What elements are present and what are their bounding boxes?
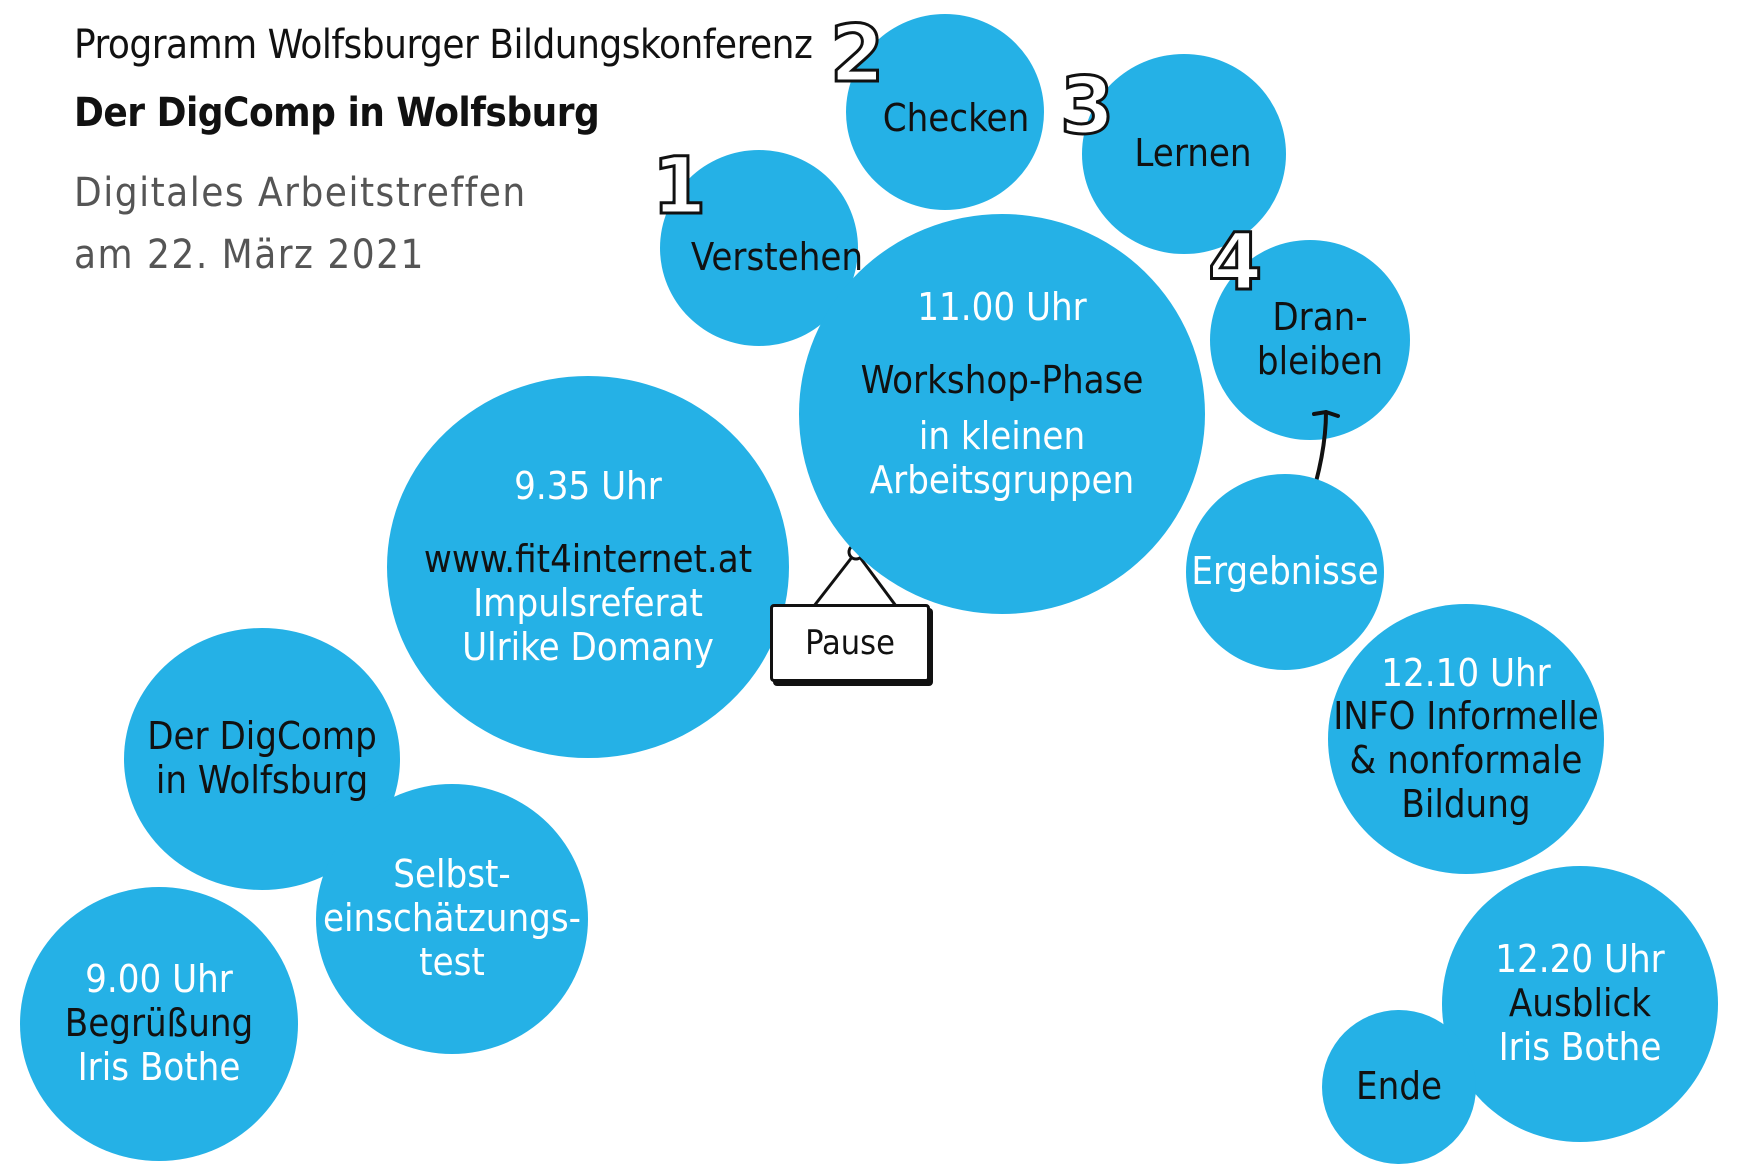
workshop-line-1: in kleinen [918,414,1086,458]
bubble-ergebnisse: Ergebnisse [1186,474,1384,670]
event-line-2: am 22. März 2021 [74,232,425,278]
bubble-ausblick: 12.20 Uhr Ausblick Iris Bothe [1442,866,1718,1142]
bubble-lernen: Lernen [1082,54,1286,254]
bubble-begruessung: 9.00 Uhr Begrüßung Iris Bothe [20,887,298,1161]
begruessung-speaker: Iris Bothe [77,1044,241,1089]
workshop-title: Workshop-Phase [860,358,1144,403]
step-number-1: 1 [650,141,707,234]
checken-label: Checken [882,96,1030,141]
bubble-ende: Ende [1322,1010,1476,1164]
bubble-info: 12.10 Uhr INFO Informelle & nonformale B… [1328,604,1604,874]
ausblick-title: Ausblick [1508,981,1652,1026]
lernen-label: Lernen [1134,131,1252,176]
selbst-line-1: Selbst- [393,852,511,897]
bubble-verstehen: Verstehen [660,150,863,346]
digcomp-line-1: Der DigComp [147,714,377,759]
impuls-line-1: Impulsreferat [473,581,703,625]
program-subtitle: Der DigComp in Wolfsburg [74,90,600,136]
ausblick-time: 12.20 Uhr [1495,937,1665,982]
impuls-url: www.fit4internet.at [423,537,753,582]
ende-label: Ende [1355,1064,1443,1109]
bubble-selbsteinschaetzung: Selbst- einschätzungs- test [316,784,588,1054]
workshop-time: 11.00 Uhr [917,284,1087,329]
header: Programm Wolfsburger Bildungskonferenz D… [74,22,813,286]
event-line-1: Digitales Arbeitstreffen [74,170,527,216]
info-line-3: Bildung [1401,781,1531,826]
bubble-impulsreferat: 9.35 Uhr www.fit4internet.at Impulsrefer… [387,376,789,758]
bubble-checken: Checken [846,14,1044,210]
step-number-4: 4 [1206,217,1263,310]
info-time: 12.10 Uhr [1381,650,1551,695]
step-number-2: 2 [828,9,885,102]
step-number-3: 3 [1058,61,1115,154]
dranbleiben-line-2: bleiben [1256,339,1384,383]
pause-sign: Pause [770,604,930,682]
selbst-line-2: einschätzungs- [323,896,581,941]
impuls-time: 9.35 Uhr [514,463,662,508]
event-info: Digitales Arbeitstreffen am 22. März 202… [74,162,812,286]
program-title: Programm Wolfsburger Bildungskonferenz [74,22,813,68]
dranbleiben-line-1: Dran- [1272,295,1368,340]
begruessung-time: 9.00 Uhr [85,957,233,1002]
verstehen-label: Verstehen [690,235,864,280]
info-line-1: INFO Informelle [1333,694,1599,739]
digcomp-line-2: in Wolfsburg [155,758,369,802]
selbst-line-3: test [419,939,485,984]
ausblick-speaker: Iris Bothe [1498,1024,1662,1069]
workshop-line-2: Arbeitsgruppen [869,457,1135,502]
bubble-workshop: 11.00 Uhr Workshop-Phase in kleinen Arbe… [799,214,1205,614]
ergebnisse-label: Ergebnisse [1191,549,1379,594]
info-line-2: & nonformale [1349,738,1583,782]
begruessung-title: Begrüßung [64,1001,254,1046]
bubble-dranbleiben: Dran- bleiben [1210,240,1410,440]
impuls-line-2: Ulrike Domany [462,624,714,669]
